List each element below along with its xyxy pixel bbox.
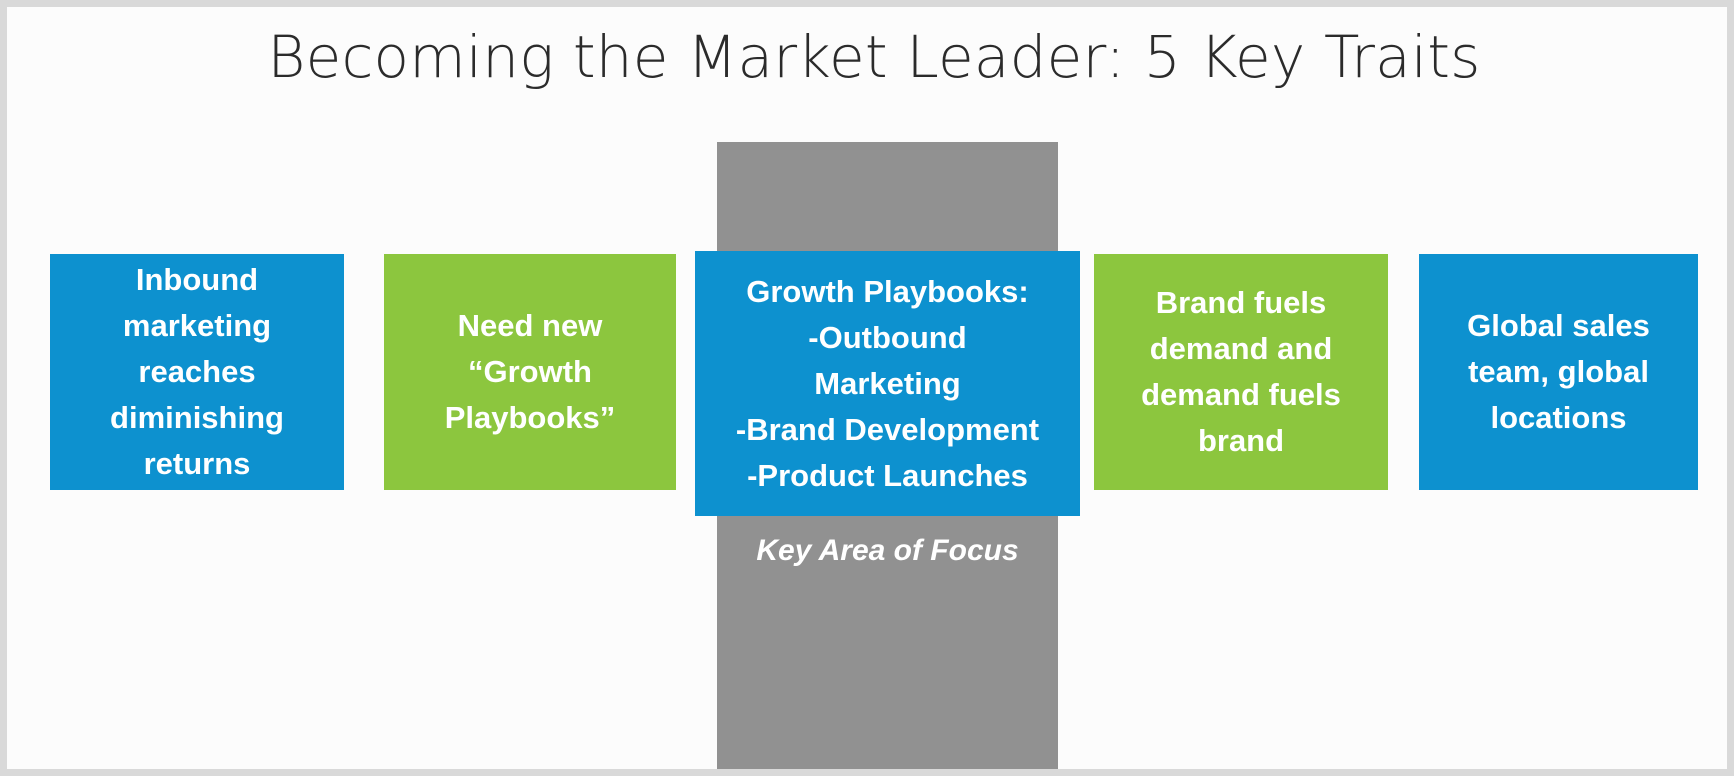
trait-card-5[interactable]: Global sales team, global locations — [1419, 254, 1698, 490]
trait-card-1[interactable]: Inbound marketing reaches diminishing re… — [50, 254, 344, 490]
key-area-of-focus-caption: Key Area of Focus — [756, 534, 1019, 567]
trait-card-1-text: Inbound marketing reaches diminishing re… — [110, 262, 284, 481]
trait-card-3-text: Growth Playbooks: -Outbound Marketing -B… — [735, 273, 1040, 493]
page-title: Becoming the Market Leader: 5 Key Traits — [267, 23, 1481, 91]
trait-card-2-text: Need new “Growth Playbooks” — [444, 308, 616, 435]
trait-card-4-text: Brand fuels demand and demand fuels bran… — [1141, 285, 1341, 458]
trait-card-5-text: Global sales team, global locations — [1467, 308, 1650, 435]
trait-card-2[interactable]: Need new “Growth Playbooks” — [384, 254, 676, 490]
trait-card-4[interactable]: Brand fuels demand and demand fuels bran… — [1094, 254, 1388, 490]
trait-card-3-growth-playbooks[interactable]: Growth Playbooks: -Outbound Marketing -B… — [695, 251, 1080, 516]
